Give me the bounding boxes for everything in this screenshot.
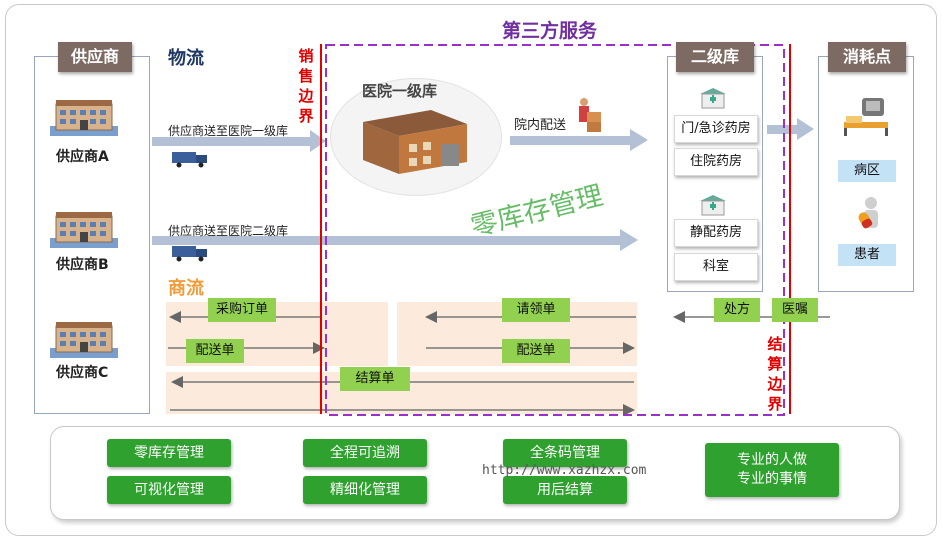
flow-to-primary-label: 供应商送至医院一级库 (168, 124, 289, 138)
commerce-label: 商流 (168, 278, 204, 299)
doc-delivery-note-2: 配送单 (502, 339, 570, 363)
delivery-worker-icon (579, 98, 601, 132)
settlement-boundary-label: 结算边界 (767, 335, 783, 413)
arrow-to-consumer (767, 118, 814, 140)
supplier-b-label: 供应商B (56, 257, 109, 273)
supplier-c-label: 供应商C (56, 365, 109, 381)
truck-icon (172, 152, 207, 168)
doc-settlement: 结算单 (340, 367, 410, 391)
secondary-item-department: 科室 (674, 253, 758, 281)
secondary-item-inpatient: 住院药房 (674, 148, 758, 176)
sales-boundary-label: 销售边界 (298, 47, 314, 125)
feature-visual-management: 可视化管理 (107, 476, 231, 504)
secondary-item-iv: 静配药房 (674, 219, 758, 247)
arrow-in-hospital (510, 129, 648, 151)
hospital-bed-icon (844, 98, 888, 136)
source-url: http://www.xazhzx.com (482, 463, 647, 478)
doc-prescription: 处方 (714, 298, 760, 322)
logistics-label: 物流 (168, 48, 204, 69)
arrow-to-primary (152, 130, 326, 152)
consumer-header: 消耗点 (828, 42, 906, 72)
pharmacy-icon (700, 88, 726, 109)
doc-delivery-note-1: 配送单 (186, 339, 244, 363)
warehouse-building-icon (363, 110, 467, 174)
truck-icon (172, 246, 207, 262)
consumer-item-ward: 病区 (838, 160, 896, 182)
doc-purchase-order: 采购订单 (208, 298, 276, 322)
building-icon (50, 212, 118, 248)
supplier-a-label: 供应商A (56, 149, 109, 165)
patient-pill-icon (858, 197, 878, 229)
secondary-item-outpatient: 门/急诊药房 (674, 115, 758, 143)
feature-barcode: 全条码管理 (503, 439, 627, 467)
doc-requisition: 请领单 (502, 298, 570, 322)
hospital-primary-label: 医院一级库 (362, 82, 438, 100)
feature-post-settlement: 用后结算 (503, 476, 627, 504)
building-icon (50, 100, 118, 136)
doc-medical-order: 医嘱 (772, 298, 818, 322)
flow-to-secondary-label: 供应商送至医院二级库 (168, 224, 289, 238)
feature-traceability: 全程可追溯 (303, 439, 427, 467)
supplier-header: 供应商 (58, 42, 132, 72)
consumer-item-patient: 患者 (838, 244, 896, 266)
pharmacy-icon (700, 195, 726, 216)
building-icon (50, 322, 118, 358)
arrow-to-secondary (152, 229, 638, 251)
third-party-title: 第三方服务 (502, 20, 598, 42)
in-hospital-delivery-label: 院内配送 (514, 118, 567, 133)
feature-zero-inventory: 零库存管理 (107, 439, 231, 467)
feature-fine-management: 精细化管理 (303, 476, 427, 504)
secondary-header: 二级库 (676, 42, 754, 72)
feature-professional: 专业的人做 专业的事情 (705, 443, 839, 497)
